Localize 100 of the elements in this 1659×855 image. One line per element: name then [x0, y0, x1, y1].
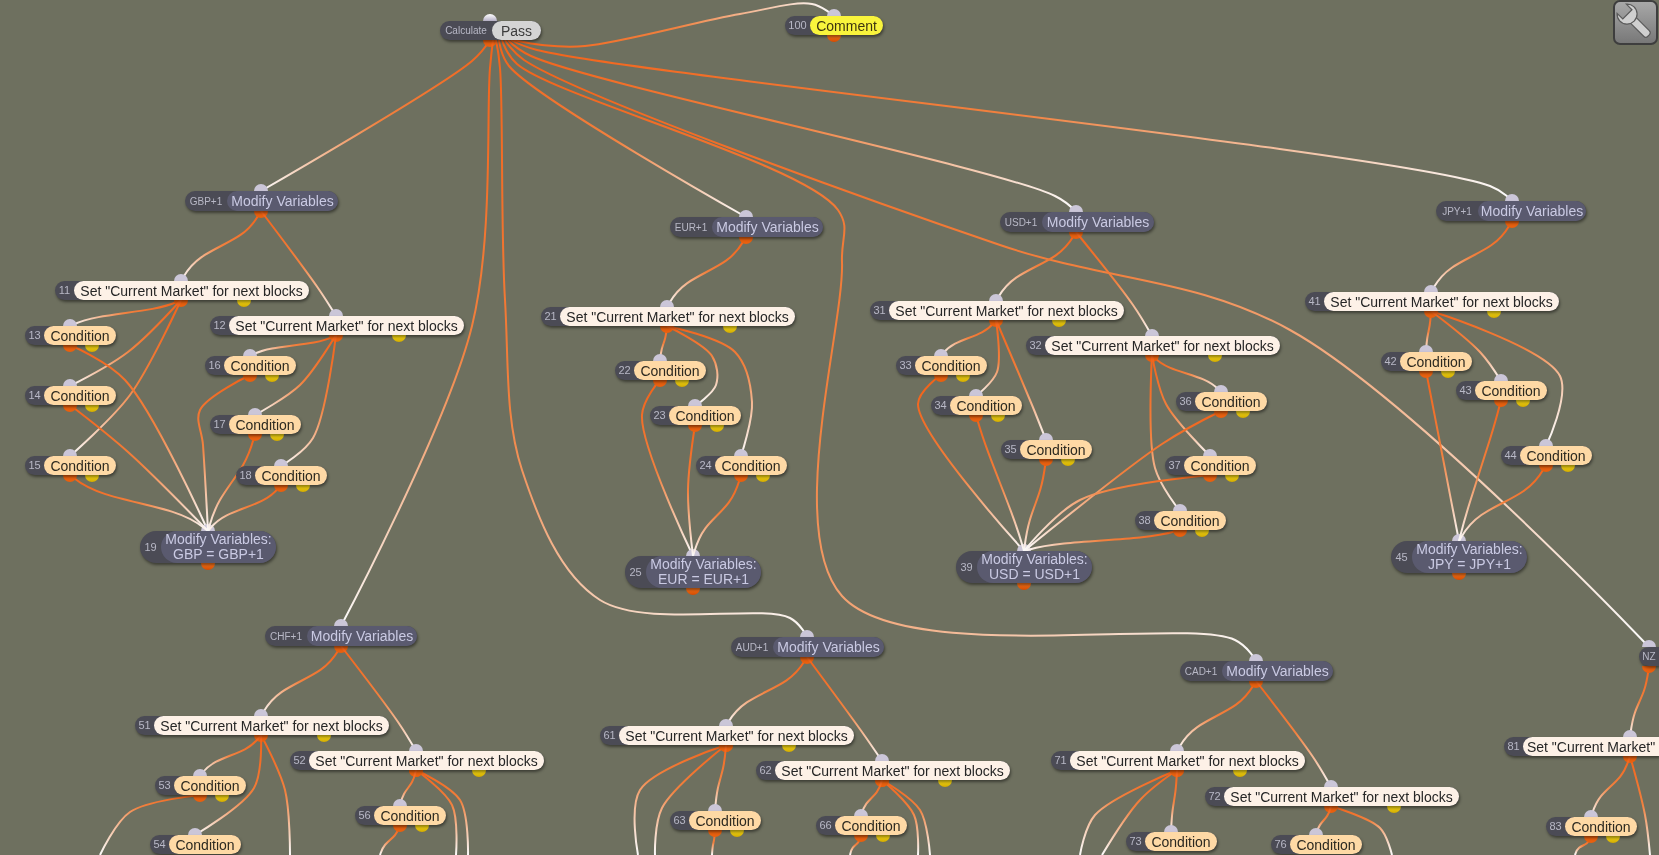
block-title: Modify Variables [307, 626, 417, 646]
connector-line [1309, 805, 1332, 836]
block-number: 15 [28, 459, 41, 472]
connector-line [1023, 474, 1217, 552]
connector-line [875, 779, 931, 855]
block-title: Modify Variables [773, 637, 884, 657]
block-number: 24 [699, 459, 712, 472]
variable-block [956, 551, 1092, 583]
block-number: 22 [618, 364, 631, 377]
block-tag: JPY+1 [1442, 205, 1472, 217]
block-title: Condition [715, 456, 787, 475]
block-title: Comment [810, 16, 883, 35]
block-number: 73 [1129, 835, 1142, 848]
connector-line [687, 424, 702, 557]
variable-block [1639, 647, 1659, 666]
connector-line [806, 656, 889, 762]
block-number: 100 [788, 19, 807, 32]
connector-line [849, 834, 868, 855]
connector-line [1584, 755, 1631, 818]
block-tag: NZ [1642, 651, 1656, 662]
block-title: Condition [1520, 446, 1592, 465]
block-number: 42 [1384, 355, 1397, 368]
connector-line [379, 824, 407, 855]
connector-line [1023, 529, 1187, 552]
condition-block [896, 356, 987, 375]
block-title: Pass [492, 21, 541, 40]
block-number: 45 [1395, 550, 1408, 564]
connector-line [243, 334, 343, 357]
condition-block [1176, 392, 1267, 411]
connector-line [193, 734, 262, 777]
condition-block [1456, 381, 1547, 400]
connector-line [934, 319, 1003, 357]
block-number: 17 [213, 418, 226, 431]
block-tag: USD+1 [1004, 216, 1038, 228]
connector-line [1623, 665, 1656, 738]
variable-block [731, 637, 884, 657]
connector-line [63, 299, 182, 387]
block-title: Set "Current Market" for next blocks [1224, 787, 1459, 806]
block-number: 44 [1504, 449, 1517, 462]
connector-line [513, 2, 841, 48]
connector-line [1623, 755, 1651, 855]
block-title: Set "Current Market" for next blocks [775, 761, 1010, 780]
connector-line [1023, 458, 1053, 552]
condition-block [355, 806, 446, 825]
variable-block [1180, 661, 1333, 681]
block-title: Condition [229, 415, 301, 434]
variable-block [185, 191, 338, 211]
block-tag: CHF+1 [270, 630, 302, 642]
connector-line [409, 769, 469, 855]
condition-block [615, 361, 706, 380]
condition-block [816, 816, 907, 835]
connector-line [1430, 310, 1508, 382]
block-title: Set "Current Market" for next blocks [889, 301, 1124, 320]
connector-line [248, 334, 337, 416]
connector-line [274, 334, 337, 467]
condition-block [1546, 817, 1637, 836]
connector-line [969, 319, 1000, 397]
variable-block [265, 626, 417, 646]
connector-line [666, 325, 719, 407]
variable-block [1436, 201, 1586, 221]
block-number: 37 [1168, 459, 1181, 472]
block-number: 14 [28, 389, 41, 402]
block-title: Set "Current Market" for next blocks [1324, 292, 1559, 311]
block-number: 51 [138, 719, 151, 732]
condition-block [25, 456, 116, 475]
connector-line [260, 210, 343, 317]
block-title: Condition [1475, 381, 1547, 400]
block-title: Set "Current Market" for next blocks [154, 716, 389, 735]
block-number: 19 [144, 540, 157, 554]
block-title: Set "Current Market" for next blocks [229, 316, 464, 335]
block-number: 43 [1459, 384, 1472, 397]
connector-line [1419, 310, 1438, 353]
block-number: 39 [960, 560, 973, 574]
connector-line [99, 794, 207, 855]
block-number: 53 [158, 779, 171, 792]
connector-line [254, 39, 497, 192]
comment-block [785, 16, 883, 35]
connector-line [1574, 835, 1598, 855]
connector-line [995, 319, 1053, 441]
block-number: 56 [358, 809, 371, 822]
block-number: 21 [544, 310, 557, 323]
block-title: Condition [255, 466, 327, 485]
connector-line [334, 39, 494, 627]
connector-line [854, 779, 883, 817]
connector-line [63, 474, 209, 532]
block-number: 31 [873, 304, 886, 317]
block-number: 32 [1029, 339, 1042, 352]
block-title: Modify Variables: EUR = EUR+1 [646, 556, 761, 588]
variable-block [1000, 212, 1154, 232]
condition-block [25, 386, 116, 405]
connector-line [510, 39, 1519, 202]
block-number: 71 [1054, 754, 1067, 767]
block-title: Condition [1154, 511, 1226, 530]
block-tag: AUD+1 [735, 641, 769, 653]
block-title: Condition [634, 361, 706, 380]
block-number: 62 [759, 764, 772, 777]
block-tag: Calculate [445, 25, 487, 36]
block-title: Modify Variables: USD = USD+1 [977, 551, 1092, 583]
condition-block [650, 406, 741, 425]
block-number: 72 [1208, 790, 1221, 803]
